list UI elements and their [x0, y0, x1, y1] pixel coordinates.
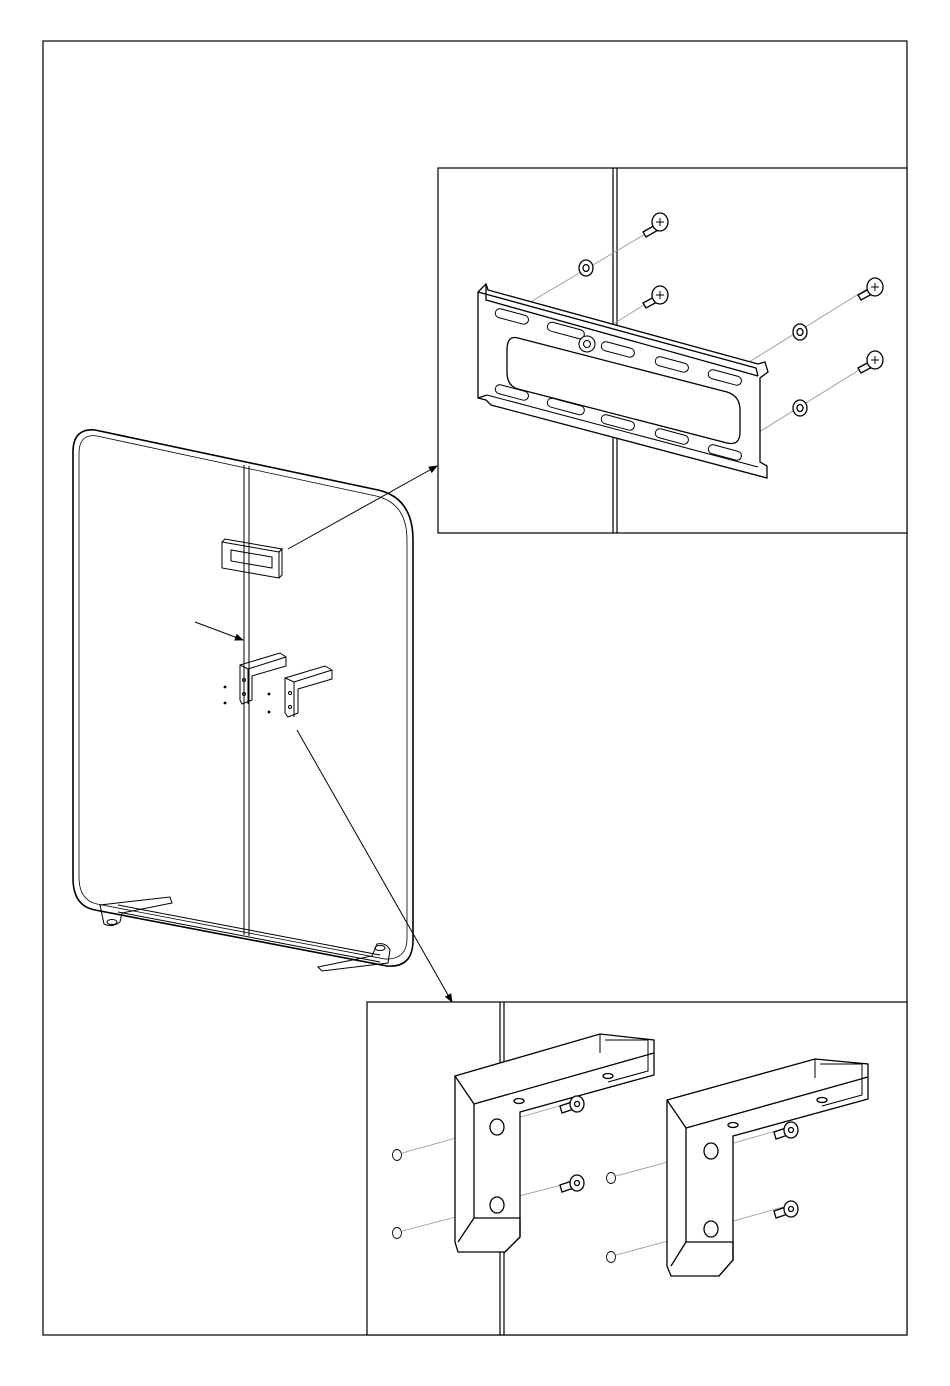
bracket-center-hole	[579, 336, 595, 352]
washer-icon	[579, 260, 593, 276]
washer-icon	[793, 400, 807, 416]
detail-top	[438, 168, 907, 533]
panel-hole-marks	[224, 686, 271, 714]
callout-arrow-top	[288, 466, 437, 549]
l-bracket-small-right	[285, 666, 332, 717]
l-bracket-small-left	[240, 653, 286, 704]
panel-outline	[73, 430, 413, 966]
callout-arrow-pointer	[195, 622, 243, 640]
detail-bottom	[367, 1002, 907, 1335]
panel-overview	[73, 430, 413, 966]
washer-icon	[793, 324, 807, 340]
wall-bracket-small	[222, 539, 282, 578]
panel-inner-edge	[79, 436, 407, 959]
